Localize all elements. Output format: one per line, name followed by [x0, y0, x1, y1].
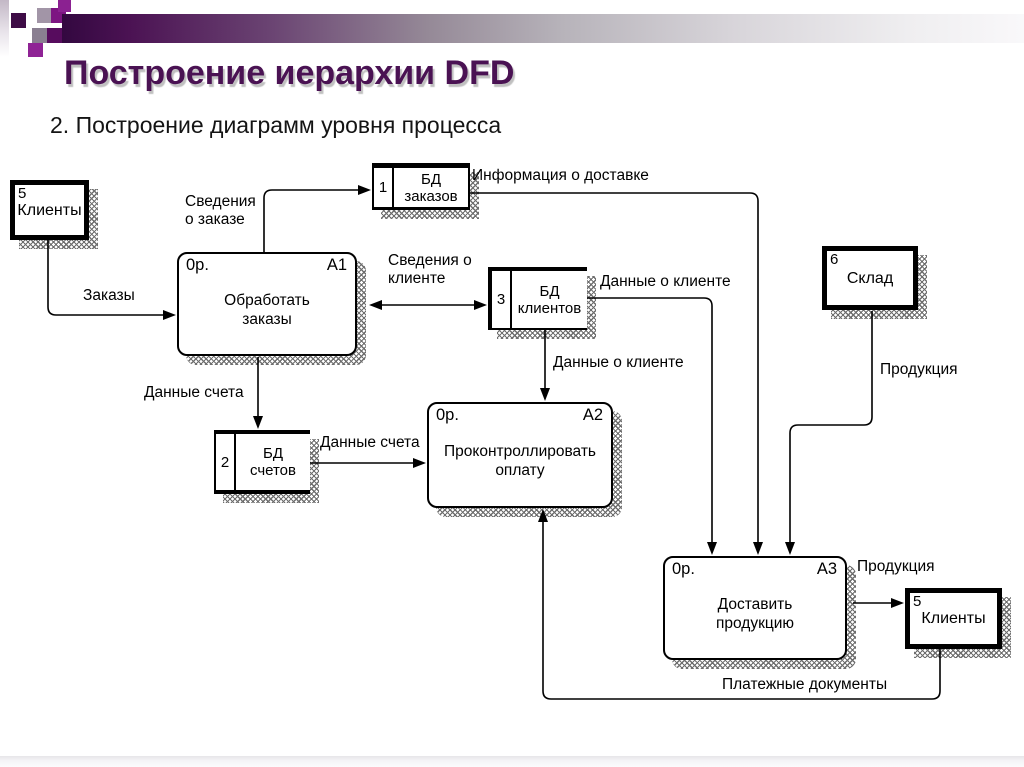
flow-label-invoice-data-left: Данные счета [144, 384, 244, 401]
flow-label-order-info: Сведения о заказе [185, 193, 256, 228]
process-a2: 0р. А2 Проконтроллировать оплату [427, 402, 613, 508]
process-name: Обработать заказы [224, 291, 310, 328]
mosaic-square [47, 28, 62, 43]
entity-number: 5 [913, 593, 922, 610]
store-name: БД клиентов [517, 282, 582, 317]
process-name: Доставить продукцию [715, 595, 795, 632]
entity-name: Клиенты [921, 610, 986, 627]
process-a3: 0р. А3 Доставить продукцию [663, 556, 847, 660]
data-store-invoices: 2 БД счетов [214, 430, 310, 494]
external-entity-clients-bottom: 5 Клиенты [905, 588, 1002, 649]
entity-name: Клиенты [17, 202, 82, 219]
flow-line-order-info-to-store [263, 185, 371, 252]
external-entity-clients-top: 5 Клиенты [10, 180, 89, 240]
footer-bar [0, 756, 1024, 767]
flow-line-products-to-clients [853, 598, 904, 608]
mosaic-square [32, 28, 47, 43]
store-number: 3 [492, 271, 512, 328]
store-name: БД заказов [404, 170, 458, 205]
flow-line-payment-documents [538, 509, 941, 700]
flow-label-orders: Заказы [83, 287, 135, 304]
mosaic-square [28, 43, 43, 57]
process-prefix: 0р. [672, 560, 695, 578]
process-prefix: 0р. [436, 406, 459, 424]
data-store-clients: 3 БД клиентов [488, 267, 587, 330]
external-entity-warehouse: 6 Склад [822, 246, 918, 310]
mosaic-square [58, 0, 71, 12]
flow-label-client-data-right: Данные о клиенте [600, 273, 731, 290]
entity-number: 5 [18, 185, 27, 202]
flow-label-delivery-info: Информация о доставке [472, 167, 649, 184]
entity-name: Склад [846, 270, 894, 287]
flow-line-client-data-right [587, 297, 717, 555]
process-a1: 0р. А1 Обработать заказы [177, 252, 357, 356]
flow-line-products-from-warehouse [785, 311, 873, 555]
flow-line-delivery-info [470, 192, 763, 555]
flow-label-products-warehouse: Продукция [880, 361, 958, 378]
data-store-orders: 1 БД заказов [372, 163, 470, 210]
process-code: А2 [582, 406, 603, 424]
header-gradient-bar [62, 14, 1024, 43]
process-code: А3 [816, 560, 837, 578]
mosaic-square [37, 8, 51, 23]
process-prefix: 0р. [186, 256, 209, 274]
slide-title: Построение иерархии DFD [64, 54, 515, 92]
flow-line-client-info-bidirectional [369, 300, 487, 310]
flow-line-client-data-down [540, 330, 550, 401]
flow-line-invoice-data-right [304, 458, 426, 468]
flow-line-invoice-data-down [253, 357, 263, 429]
corner-gradient-strip [0, 0, 9, 57]
slide-subtitle: 2. Построение диаграмм уровня процесса [50, 112, 502, 138]
flow-line-orders [47, 240, 176, 320]
flow-label-products-clients: Продукция [857, 558, 935, 575]
entity-number: 6 [830, 251, 839, 268]
flow-label-invoice-data-mid: Данные счета [320, 434, 420, 451]
flow-label-client-data-down: Данные о клиенте [553, 354, 684, 371]
store-name: БД счетов [249, 445, 296, 479]
store-number: 1 [374, 168, 394, 207]
process-name: Проконтроллировать оплату [443, 442, 597, 479]
flow-label-payment-documents: Платежные документы [722, 676, 888, 693]
process-code: А1 [326, 256, 347, 274]
mosaic-square [11, 13, 26, 28]
store-number: 2 [216, 434, 236, 490]
flow-label-client-info: Сведения о клиенте [388, 252, 472, 287]
